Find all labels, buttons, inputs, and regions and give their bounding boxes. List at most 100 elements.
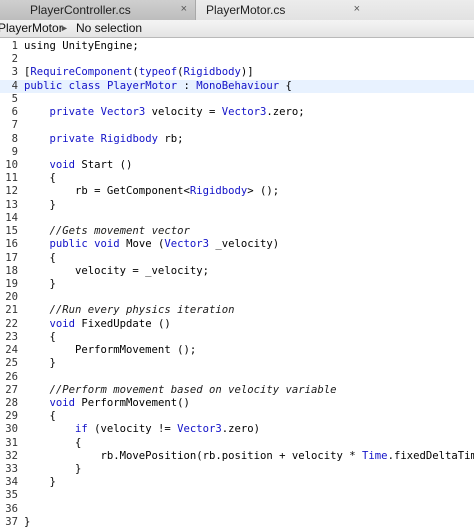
code-line[interactable]: 36 bbox=[0, 503, 474, 516]
code-text: if (velocity != Vector3.zero) bbox=[24, 423, 260, 436]
code-line[interactable]: 28 void PerformMovement() bbox=[0, 397, 474, 410]
code-line[interactable]: 3 [RequireComponent(typeof(Rigidbody)] bbox=[0, 66, 474, 79]
code-token: public class bbox=[24, 79, 101, 92]
line-number: 34 bbox=[5, 476, 18, 489]
line-number: 7 bbox=[11, 119, 18, 132]
code-token: private bbox=[49, 132, 95, 145]
line-number: 26 bbox=[5, 370, 18, 383]
code-text: [RequireComponent(typeof(Rigidbody)] bbox=[24, 66, 254, 79]
code-line[interactable]: 19 } bbox=[0, 278, 474, 291]
line-number: 6 bbox=[11, 106, 18, 119]
code-token: rb.MovePosition(rb.position + velocity * bbox=[24, 449, 363, 462]
code-line[interactable]: 35 bbox=[0, 489, 474, 502]
code-text: //Gets movement vector bbox=[24, 225, 190, 238]
line-number: 4 bbox=[11, 79, 18, 92]
code-line[interactable]: 15 //Gets movement vector bbox=[0, 225, 474, 238]
code-token: FixedUpdate () bbox=[75, 317, 171, 330]
tab-playercontroller[interactable]: PlayerController.cs × bbox=[0, 0, 196, 20]
code-text: rb = GetComponent<Rigidbody> (); bbox=[24, 185, 279, 198]
close-icon[interactable]: × bbox=[353, 3, 360, 15]
code-line[interactable]: 17 { bbox=[0, 252, 474, 265]
code-token: //Gets movement vector bbox=[49, 225, 190, 238]
code-token: Rigidbody bbox=[189, 185, 248, 198]
code-line[interactable]: 16 public void Move (Vector3 _velocity) bbox=[0, 238, 474, 251]
code-line[interactable]: 11 { bbox=[0, 172, 474, 185]
line-number: 3 bbox=[11, 66, 18, 79]
code-text: } bbox=[24, 278, 56, 291]
line-number: 30 bbox=[5, 423, 18, 436]
code-text: using UnityEngine; bbox=[24, 40, 139, 53]
line-number: 31 bbox=[5, 436, 18, 449]
code-text: private Rigidbody rb; bbox=[24, 132, 184, 146]
code-token: (velocity != bbox=[87, 423, 178, 436]
breadcrumb-member[interactable]: No selection bbox=[76, 21, 143, 35]
code-line[interactable]: 12 rb = GetComponent<Rigidbody> (); bbox=[0, 185, 474, 198]
code-token: } bbox=[24, 277, 56, 290]
code-line[interactable]: 2 bbox=[0, 53, 474, 66]
code-token: { bbox=[24, 172, 56, 185]
code-token: Vector3 bbox=[177, 423, 222, 436]
code-token: Rigidbody bbox=[100, 132, 158, 145]
line-number: 14 bbox=[5, 211, 18, 224]
code-token bbox=[24, 106, 50, 118]
line-number: 33 bbox=[5, 463, 18, 476]
code-text: PerformMovement (); bbox=[24, 344, 196, 357]
close-icon[interactable]: × bbox=[180, 3, 187, 15]
code-line[interactable]: 23 { bbox=[0, 331, 474, 344]
code-line[interactable]: 6 private Vector3 velocity = Vector3.zer… bbox=[0, 106, 474, 119]
line-number: 37 bbox=[5, 515, 18, 528]
code-token: [ bbox=[24, 66, 31, 79]
code-token: //Run every physics iteration bbox=[49, 304, 235, 317]
code-line[interactable]: 20 bbox=[0, 291, 474, 304]
code-token bbox=[24, 159, 50, 171]
code-line[interactable]: 29 { bbox=[0, 410, 474, 423]
line-number: 28 bbox=[5, 396, 18, 409]
code-line[interactable]: 13 } bbox=[0, 199, 474, 212]
breadcrumb-class[interactable]: PlayerMotor bbox=[0, 21, 63, 35]
line-number: 36 bbox=[5, 502, 18, 515]
code-token: RequireComponent bbox=[30, 66, 133, 79]
code-line[interactable]: 10 void Start () bbox=[0, 159, 474, 172]
code-text: { bbox=[24, 252, 56, 265]
code-text: } bbox=[24, 463, 81, 476]
line-number: 2 bbox=[11, 53, 18, 66]
code-line[interactable]: 5 bbox=[0, 93, 474, 106]
code-line[interactable]: 9 bbox=[0, 146, 474, 159]
code-line[interactable]: 37} bbox=[0, 516, 474, 529]
code-token bbox=[24, 133, 50, 145]
code-token: : bbox=[177, 79, 197, 92]
code-line[interactable]: 34 } bbox=[0, 476, 474, 489]
code-line[interactable]: 32 rb.MovePosition(rb.position + velocit… bbox=[0, 450, 474, 463]
code-line[interactable]: 33 } bbox=[0, 463, 474, 476]
code-token: rb = GetComponent< bbox=[24, 185, 190, 198]
line-number: 25 bbox=[5, 357, 18, 370]
code-token: velocity = _velocity; bbox=[24, 264, 209, 277]
code-token: if bbox=[75, 423, 88, 436]
code-line[interactable]: 30 if (velocity != Vector3.zero) bbox=[0, 423, 474, 436]
tab-label: PlayerMotor.cs bbox=[206, 3, 286, 17]
code-line[interactable]: 27 //Perform movement based on velocity … bbox=[0, 384, 474, 397]
line-number: 21 bbox=[5, 304, 18, 317]
code-token: } bbox=[24, 476, 56, 489]
code-line[interactable]: 21 //Run every physics iteration bbox=[0, 304, 474, 317]
code-line[interactable]: 25 } bbox=[0, 357, 474, 370]
code-line[interactable]: 7 bbox=[0, 119, 474, 132]
code-token: { bbox=[279, 79, 292, 92]
code-line[interactable]: 31 { bbox=[0, 437, 474, 450]
code-line[interactable]: 8 private Rigidbody rb; bbox=[0, 133, 474, 146]
code-line[interactable]: 24 PerformMovement (); bbox=[0, 344, 474, 357]
code-token: { bbox=[24, 330, 56, 343]
tab-playermotor[interactable]: PlayerMotor.cs × bbox=[196, 0, 474, 20]
code-line[interactable]: 26 bbox=[0, 371, 474, 384]
code-line[interactable]: 14 bbox=[0, 212, 474, 225]
code-token: //Perform movement based on velocity var… bbox=[49, 383, 337, 396]
code-line[interactable]: 18 velocity = _velocity; bbox=[0, 265, 474, 278]
code-token: { bbox=[24, 251, 56, 264]
code-line[interactable]: 22 void FixedUpdate () bbox=[0, 318, 474, 331]
code-token: )] bbox=[240, 66, 254, 79]
code-token bbox=[24, 384, 50, 396]
chevron-right-icon: ► bbox=[60, 23, 69, 33]
